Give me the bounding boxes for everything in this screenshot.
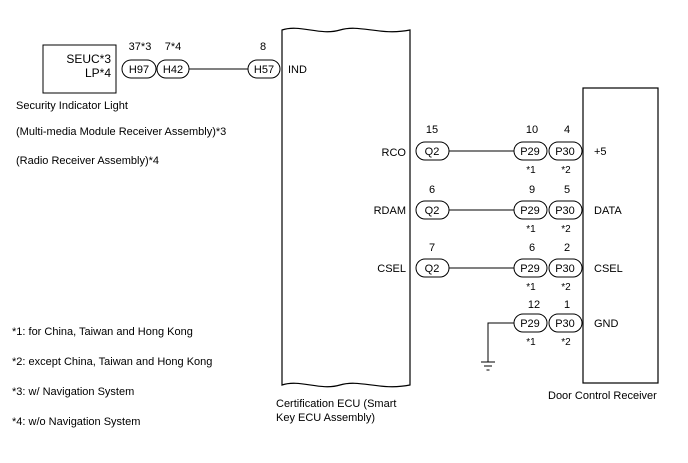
h57-label: H57: [254, 64, 274, 76]
wire-gnd: [487, 322, 514, 362]
receiver-terminal-5v: +5: [594, 146, 607, 158]
door-control-receiver-box: [582, 87, 659, 384]
q2-pin-rdam: 6: [429, 184, 435, 196]
q2-label-csel: Q2: [425, 263, 440, 275]
p29-label-rdam: P29: [520, 205, 540, 217]
p29-connector-rco: [513, 141, 548, 161]
ecu-terminal-csel: CSEL: [377, 263, 406, 275]
security-light-caption: Security Indicator Light: [16, 100, 128, 112]
p30-pin-rco: 4: [564, 124, 570, 136]
legend-note-4: *4: w/o Navigation System: [12, 416, 140, 428]
p29-pin-gnd: 12: [528, 299, 540, 311]
p29-note-rdam: *1: [526, 224, 536, 235]
security-light-line1: SEUC*3: [66, 52, 111, 66]
p30-label-gnd: P30: [555, 318, 575, 330]
legend-note-2: *2: except China, Taiwan and Hong Kong: [12, 356, 212, 368]
ecu-terminal-rdam: RDAM: [374, 205, 406, 217]
p30-note-gnd: *2: [561, 337, 571, 348]
p29-label-rco: P29: [520, 146, 540, 158]
p30-pin-gnd: 1: [564, 299, 570, 311]
security-light-box: [42, 44, 117, 94]
q2-pin-csel: 7: [429, 242, 435, 254]
p29-label-csel: P29: [520, 263, 540, 275]
ground-icon: [481, 361, 495, 371]
p29-note-rco: *1: [526, 165, 536, 176]
receiver-terminal-csel: CSEL: [594, 263, 623, 275]
p30-pin-rdam: 5: [564, 184, 570, 196]
receiver-caption: Door Control Receiver: [548, 390, 657, 402]
p29-label-gnd: P29: [520, 318, 540, 330]
p29-pin-rdam: 9: [529, 184, 535, 196]
h42-label: H42: [163, 64, 183, 76]
h42-pin: 7*4: [165, 41, 182, 53]
legend-note-3: *3: w/ Navigation System: [12, 386, 134, 398]
certification-ecu-outline: [281, 27, 411, 388]
p29-connector-rdam: [513, 200, 548, 220]
security-light-note-2: (Radio Receiver Assembly)*4: [16, 155, 159, 167]
q2-pin-rco: 15: [426, 124, 438, 136]
p29-connector-csel: [513, 258, 548, 278]
security-light-line2: LP*4: [85, 66, 111, 80]
h97-pin: 37*3: [129, 41, 152, 53]
h97-label: H97: [129, 64, 149, 76]
receiver-terminal-data: DATA: [594, 205, 622, 217]
h57-connector: [247, 59, 281, 79]
p30-label-rco: P30: [555, 146, 575, 158]
p30-pin-csel: 2: [564, 242, 570, 254]
p29-pin-rco: 10: [526, 124, 538, 136]
p30-connector-rco: [548, 141, 583, 161]
p30-note-csel: *2: [561, 282, 571, 293]
ecu-caption-line2: Key ECU Assembly): [276, 412, 375, 424]
h57-pin: 8: [260, 41, 266, 53]
h97-connector: [121, 59, 157, 79]
p30-label-csel: P30: [555, 263, 575, 275]
p29-note-csel: *1: [526, 282, 536, 293]
p29-pin-csel: 6: [529, 242, 535, 254]
ecu-caption-line1: Certification ECU (Smart: [276, 398, 396, 410]
p30-note-rco: *2: [561, 165, 571, 176]
ecu-terminal-rco: RCO: [382, 147, 407, 159]
p30-connector-rdam: [548, 200, 583, 220]
receiver-terminal-gnd: GND: [594, 318, 619, 330]
ind-terminal: IND: [288, 64, 307, 76]
p30-label-rdam: P30: [555, 205, 575, 217]
p30-connector-gnd: [548, 313, 583, 333]
q2-label-rco: Q2: [425, 146, 440, 158]
p30-connector-csel: [548, 258, 583, 278]
security-light-note-1: (Multi-media Module Receiver Assembly)*3: [16, 126, 226, 138]
p29-note-gnd: *1: [526, 337, 536, 348]
q2-label-rdam: Q2: [425, 205, 440, 217]
p30-note-rdam: *2: [561, 224, 571, 235]
legend-note-1: *1: for China, Taiwan and Hong Kong: [12, 326, 193, 338]
